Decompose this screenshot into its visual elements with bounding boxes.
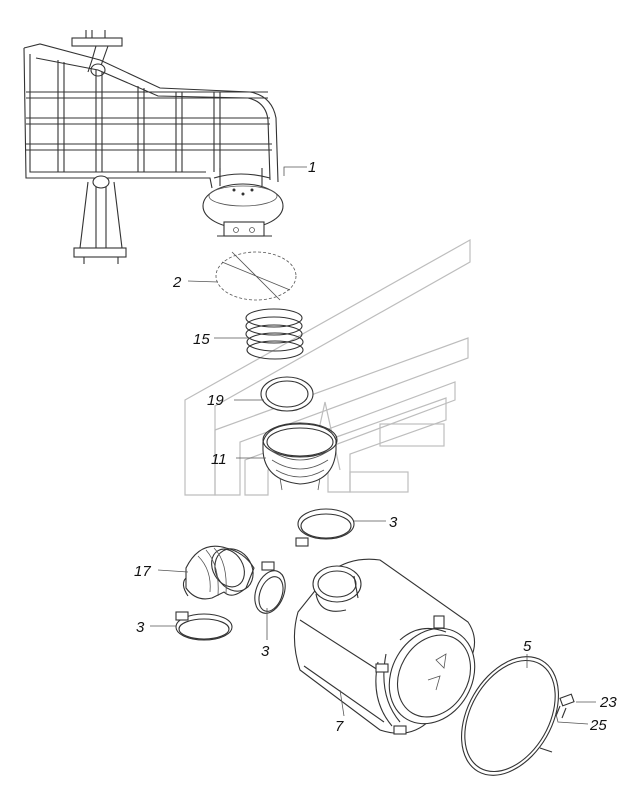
part-3-hose-clamp-left — [175, 611, 233, 641]
part-19-ring — [260, 376, 314, 412]
watermark-logo — [184, 238, 471, 496]
part-17-elbow-hose — [182, 545, 255, 600]
callout-17: 17 — [134, 563, 151, 580]
part-23-bolt — [555, 693, 575, 719]
part-5-end-cover — [461, 656, 559, 776]
part-1-bracket-frame — [23, 30, 284, 264]
callout-11: 11 — [211, 451, 227, 468]
part-11-collar — [262, 422, 338, 491]
part-7-air-filter-housing — [293, 558, 476, 735]
callout-7: 7 — [335, 718, 344, 735]
callout-5: 5 — [523, 638, 532, 655]
callout-23: 23 — [599, 694, 617, 711]
part-15-spring-clamp — [245, 308, 304, 360]
callout-3-middle: 3 — [261, 643, 270, 660]
callout-3-upper: 3 — [389, 514, 398, 531]
callout-1: 1 — [308, 159, 316, 176]
leader-lines — [150, 166, 596, 725]
part-3-hose-clamp-middle — [254, 561, 286, 614]
callout-25: 25 — [589, 717, 607, 734]
callout-2: 2 — [172, 274, 182, 291]
callout-19: 19 — [207, 392, 224, 409]
callout-labels: 1 2 15 19 11 3 17 3 3 7 5 23 25 — [134, 159, 617, 735]
part-2-gasket — [215, 251, 297, 301]
callout-3-left: 3 — [136, 619, 145, 636]
part-3-hose-clamp-upper — [295, 508, 355, 547]
callout-15: 15 — [193, 331, 210, 348]
